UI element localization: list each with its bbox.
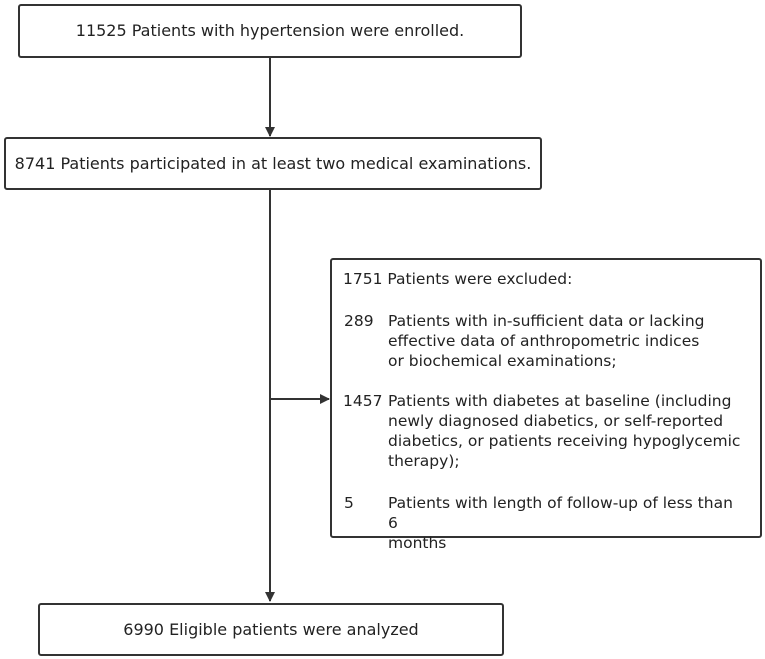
exclusion-count: 1457 <box>343 392 383 410</box>
analyzed-text: 6990 Eligible patients were analyzed <box>123 619 419 639</box>
enrolled-box: 11525 Patients with hypertension were en… <box>18 4 522 58</box>
participated-box: 8741 Patients participated in at least t… <box>4 137 542 190</box>
exclusion-reason: Patients with diabetes at baseline (incl… <box>388 392 741 470</box>
exclusion-count: 289 <box>344 312 374 330</box>
exclusion-item-insufficient-data: 289 Patients with in-sufficient data or … <box>343 311 743 371</box>
exclusion-reason: Patients with length of follow-up of les… <box>388 494 733 552</box>
enrolled-text: 11525 Patients with hypertension were en… <box>75 21 465 40</box>
participated-text: 8741 Patients participated in at least t… <box>14 153 532 173</box>
analyzed-box: 6990 Eligible patients were analyzed <box>38 603 504 656</box>
exclusion-item-short-follow-up: 5 Patients with length of follow-up of l… <box>343 493 743 553</box>
excluded-title: 1751 Patients were excluded: <box>343 270 573 288</box>
exclusion-count: 5 <box>344 494 354 512</box>
exclusion-reason: Patients with in-sufficient data or lack… <box>388 312 705 370</box>
exclusion-item-diabetes: 1457 Patients with diabetes at baseline … <box>343 391 743 471</box>
excluded-box: 1751 Patients were excluded: 289 Patient… <box>330 258 762 552</box>
